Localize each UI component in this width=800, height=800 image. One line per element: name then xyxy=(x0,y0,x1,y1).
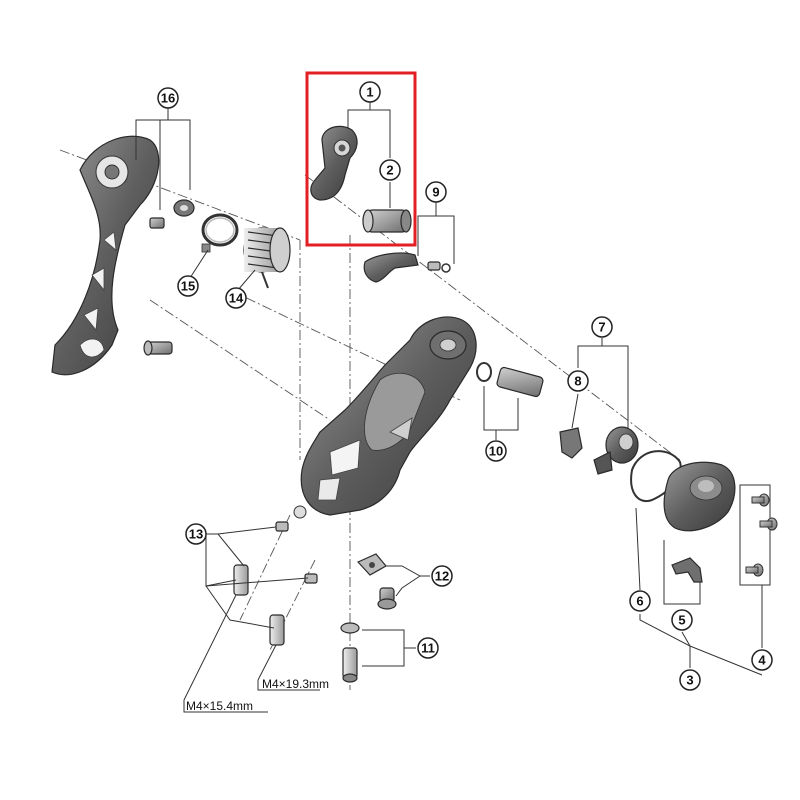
highlight-box xyxy=(305,71,417,247)
callout-8: 8 xyxy=(567,370,589,392)
tension-spring xyxy=(243,227,291,289)
callout-3: 3 xyxy=(679,669,701,691)
svg-text:7: 7 xyxy=(598,320,605,335)
axle-bushing xyxy=(362,209,412,233)
callout-14: 14 xyxy=(225,287,247,309)
svg-text:5: 5 xyxy=(678,613,685,628)
frame-bolts xyxy=(233,521,318,646)
stop-plate xyxy=(363,252,451,283)
svg-text:14: 14 xyxy=(229,291,244,306)
cage-bolt xyxy=(143,340,173,356)
svg-text:12: 12 xyxy=(435,569,449,584)
callout-2: 2 xyxy=(379,159,401,181)
svg-text:11: 11 xyxy=(421,641,435,656)
callout-10: 10 xyxy=(485,440,507,462)
callout-4: 4 xyxy=(751,649,773,671)
b-axle-bracket xyxy=(310,125,358,201)
lower-bolt xyxy=(342,647,358,683)
callout-1: 1 xyxy=(359,81,381,103)
cage-pin xyxy=(149,217,165,229)
mount-plate xyxy=(356,553,387,576)
lower-washer xyxy=(340,622,360,634)
callout-9: 9 xyxy=(425,181,447,203)
svg-text:3: 3 xyxy=(686,673,693,688)
dimension-long-bolt: M4×19.3mm xyxy=(262,677,329,691)
svg-text:4: 4 xyxy=(758,653,766,668)
svg-text:15: 15 xyxy=(181,279,195,294)
svg-text:13: 13 xyxy=(189,527,203,542)
svg-text:6: 6 xyxy=(636,594,643,609)
svg-text:9: 9 xyxy=(432,185,439,200)
cage-plate xyxy=(51,135,160,376)
derailleur-body xyxy=(293,316,477,519)
snap-ring xyxy=(201,213,239,253)
callout-13: 13 xyxy=(185,523,207,545)
callout-11: 11 xyxy=(417,637,439,659)
svg-text:8: 8 xyxy=(574,374,581,389)
leader-lines xyxy=(135,102,763,713)
dimension-short-bolt: M4×15.4mm xyxy=(186,699,253,713)
retaining-clip xyxy=(559,427,583,459)
callout-15: 15 xyxy=(177,275,199,297)
svg-text:2: 2 xyxy=(386,163,393,178)
stabilizer-unit xyxy=(593,426,639,475)
callout-6: 6 xyxy=(629,590,651,612)
svg-text:1: 1 xyxy=(366,85,373,100)
stabilizer-cover xyxy=(663,461,736,532)
callout-16: 16 xyxy=(157,87,179,109)
mount-bolt xyxy=(377,587,397,610)
callout-5: 5 xyxy=(671,609,693,631)
svg-text:16: 16 xyxy=(161,91,175,106)
callout-7: 7 xyxy=(591,316,613,338)
cage-washer xyxy=(173,199,195,217)
pivot-axle xyxy=(476,362,544,398)
callout-12: 12 xyxy=(431,565,453,587)
cover-screws xyxy=(739,484,778,586)
cover-lever xyxy=(671,557,703,583)
svg-text:10: 10 xyxy=(489,444,503,459)
